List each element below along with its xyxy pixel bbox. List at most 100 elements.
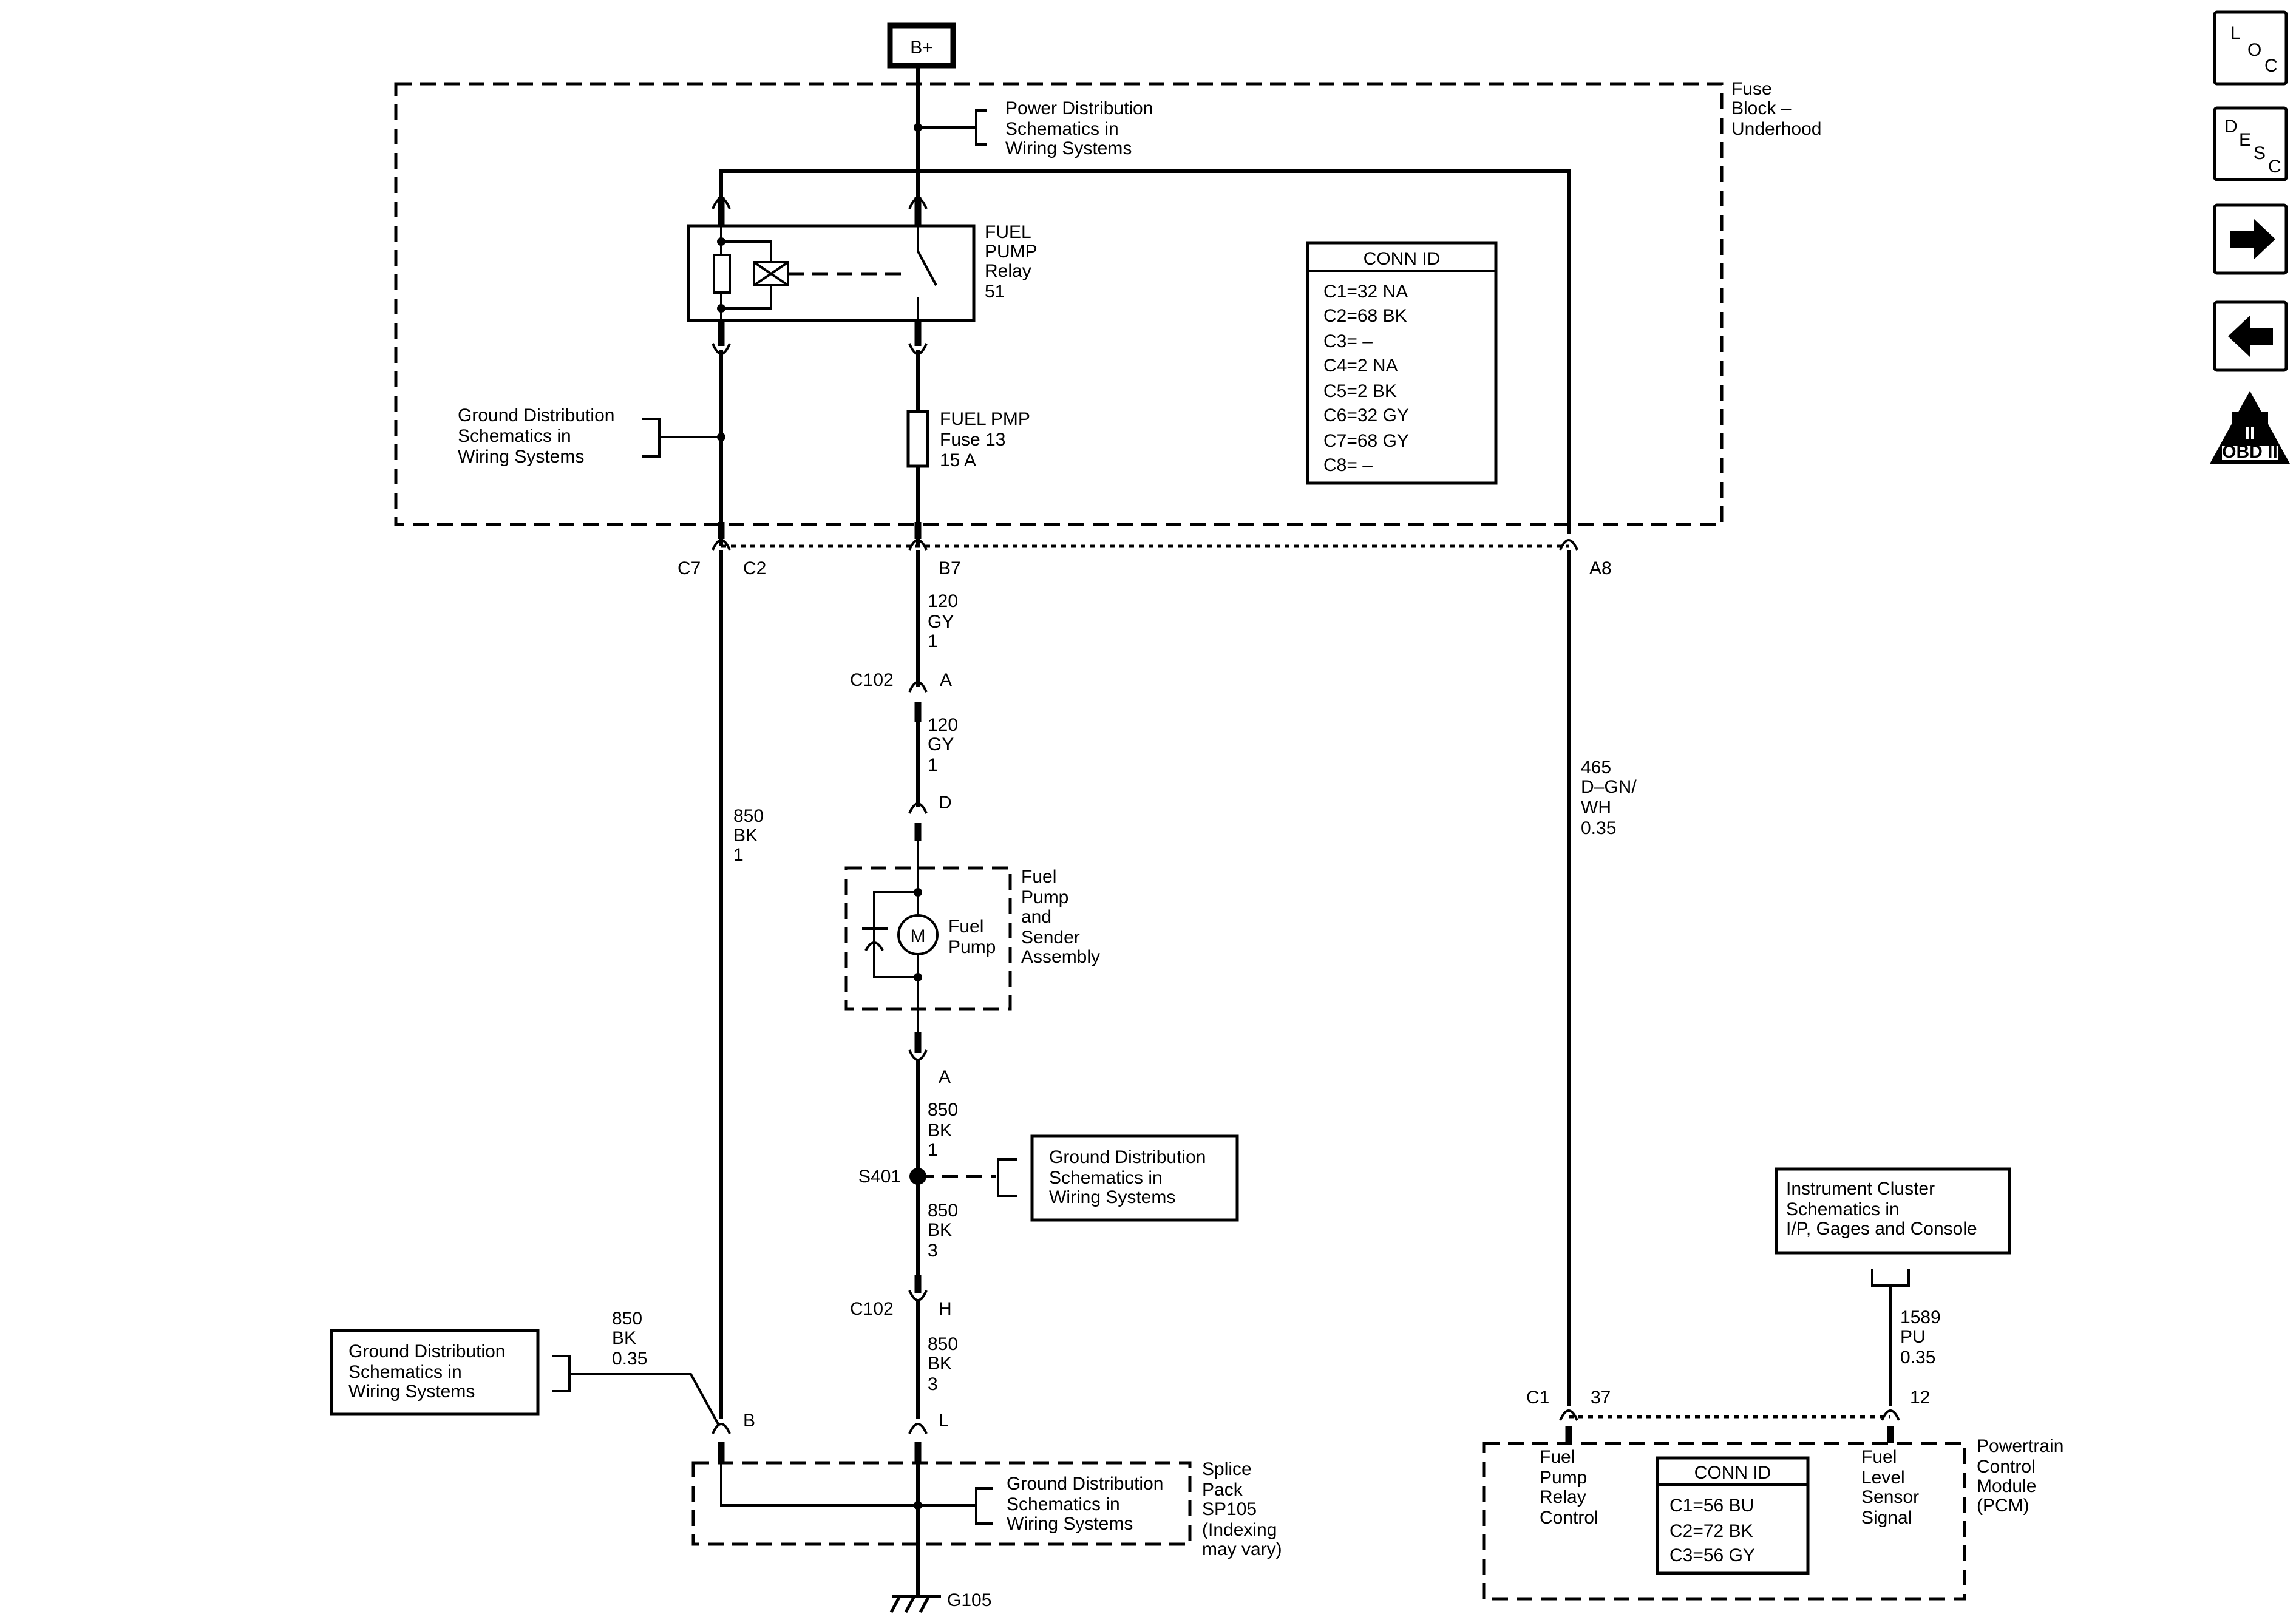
assembly-label-line: and (1021, 907, 1051, 927)
svg-text:Fuel Pump Relay Co: Fuel Pump Relay Control (1540, 1447, 1598, 1528)
loc-letter: O (2247, 40, 2261, 60)
conn-id-row: C7=68 GY (1323, 431, 1409, 451)
fuse-block-outline (394, 82, 1724, 526)
ground-ref-line: Schematics in (458, 426, 571, 446)
svg-text:Fuel Pump and Send: Fuel Pump and Sender Assembly (1021, 867, 1100, 967)
prev-button[interactable] (2213, 300, 2288, 372)
left-arrow-icon (2228, 316, 2273, 357)
assembly-label-line: Assembly (1021, 947, 1100, 967)
svg-text:1589 PU 0.35: 1589 PU 0.35 (1900, 1307, 1946, 1368)
relay-label-line: PUMP (985, 242, 1037, 262)
conn-id-row: C1=32 NA (1323, 282, 1408, 302)
pcm-12-label: 12 (1910, 1388, 1930, 1408)
d-connector-icon (908, 802, 928, 814)
relay-resistor-icon (713, 254, 731, 294)
svg-text:850 BK 0.35: 850 BK 0.35 (612, 1309, 647, 1369)
fuse-block-conn-id-table: CONN ID C1=32 NA C2=68 BK C3= – C4=2 NA … (1306, 241, 1498, 485)
conn-id-row: C5=2 BK (1323, 381, 1397, 401)
fuse-block-name-line: Underhood (1731, 119, 1821, 139)
instrument-ref-line: I/P, Gages and Console (1786, 1219, 1977, 1239)
pcm-name-line: (PCM) (1977, 1496, 2029, 1516)
b-plus-label: B+ (910, 38, 933, 58)
instrument-ref-line: Instrument Cluster (1786, 1179, 1935, 1199)
splice-pack-bus (720, 1463, 918, 1507)
svg-text:850 BK 1: 850 BK 1 (733, 806, 769, 865)
relay-label-line: FUEL (985, 222, 1031, 242)
conn-id-row: C8= – (1323, 455, 1373, 475)
left-ground-ref-box (330, 1329, 540, 1416)
splice-pack-ref-bracket (975, 1487, 993, 1525)
wire-label-line: BK (733, 825, 758, 846)
power-ref-line: Schematics in (1005, 119, 1119, 139)
pcm-right-label-line: Fuel (1861, 1447, 1897, 1467)
s401-ref-bracket (997, 1158, 1017, 1197)
wire-label-line: 1 (733, 845, 744, 865)
a8-connector-icon (1559, 539, 1578, 551)
desc-button[interactable]: D E S C (2213, 106, 2288, 181)
conn-id-row: C3= – (1323, 331, 1373, 351)
l-connector-icon (908, 1423, 928, 1434)
svg-text:FUEL PUMP Relay 51: FUEL PUMP Relay 51 (985, 222, 1042, 302)
pcm-left-label-line: Fuel (1540, 1447, 1575, 1467)
wire-label-line: 1589 (1900, 1307, 1941, 1327)
right-arrow-icon (2230, 219, 2275, 260)
c2-label: C2 (743, 558, 766, 578)
l-label: L (939, 1411, 949, 1431)
pcm-left-label-line: Pump (1540, 1468, 1587, 1488)
svg-text:120 GY 1: 120 GY 1 (928, 715, 963, 775)
svg-text:Splice Pack SP105: Splice Pack SP105 (Indexing may vary) (1202, 1459, 1282, 1559)
desc-letter: S (2254, 143, 2266, 163)
wire-label-line: BK (612, 1328, 636, 1348)
splice-pack-name-line: Splice (1202, 1459, 1252, 1479)
wire-label-line: WH (1581, 798, 1611, 818)
fuel-pump-relay (687, 224, 976, 322)
c7-c2-connector-icon (712, 539, 731, 551)
s401-ref-line: Schematics in (1049, 1168, 1163, 1188)
assembly-label-line: Fuel (1021, 867, 1056, 887)
b7-label: B7 (939, 558, 961, 578)
pcm-conn-id-title: CONN ID (1694, 1463, 1771, 1483)
svg-text:850 BK 1: 850 BK 1 (928, 1100, 963, 1160)
svg-text:Fuel Pump: Fuel Pump (948, 917, 996, 957)
instrument-ref-line: Schematics in (1786, 1199, 1900, 1219)
top-bus-wire (719, 169, 1571, 534)
obd-ii-button[interactable]: II OBD II (2210, 391, 2290, 464)
s401-ground-ref-box (1030, 1134, 1239, 1222)
pcm-right-label-line: Level (1861, 1468, 1905, 1488)
wire-label-line: BK (928, 1220, 952, 1240)
ground-ref-bracket (642, 418, 661, 458)
svg-text:850 BK 3: 850 BK 3 (928, 1334, 963, 1394)
bk-035-wire (569, 1373, 720, 1426)
wire-label-line: 850 (928, 1334, 958, 1354)
pcm-37-connector-icon (1559, 1409, 1578, 1421)
loc-button[interactable]: L O C (2213, 10, 2288, 86)
pcm-name-line: Control (1977, 1457, 2036, 1477)
ground-ref-line: Ground Distribution (458, 405, 614, 425)
b7-connector-icon (908, 539, 928, 551)
splice-pack-name-line: SP105 (1202, 1499, 1257, 1519)
wire-label-line: 465 (1581, 758, 1611, 778)
wire-label-line: 120 (928, 715, 958, 735)
wire-label-line: 1 (928, 1140, 938, 1160)
obd-ii-label: OBD II (2222, 442, 2278, 462)
splice-pack-ref-line: Ground Distribution (1007, 1474, 1163, 1494)
svg-text:120 GY 1: 120 GY 1 (928, 591, 963, 651)
relay-switch-icon (917, 226, 937, 320)
wire-label-line: 3 (928, 1374, 938, 1394)
svg-text:Fuel Level Sensor: Fuel Level Sensor Signal (1861, 1447, 1924, 1528)
wire-label-line: D–GN/ (1581, 777, 1637, 797)
power-ref-line: Power Distribution (1005, 98, 1153, 118)
left-ground-ref-line: Wiring Systems (348, 1381, 475, 1402)
svg-text:850 BK 3: 850 BK 3 (928, 1201, 963, 1261)
assembly-label-line: Sender (1021, 927, 1080, 947)
svg-text:Instrument Cluster Schemat: Instrument Cluster Schematics in I/P, Ga… (1786, 1179, 1977, 1239)
pcm-37-label: 37 (1591, 1388, 1611, 1408)
left-ground-ref-line: Schematics in (348, 1362, 462, 1382)
next-button[interactable] (2213, 203, 2288, 275)
svg-text:Power Distribution Schemat: Power Distribution Schematics in Wiring … (1005, 98, 1158, 158)
splice-pack-outline (691, 1461, 1192, 1546)
svg-text:Fuse Block – Underhood: Fuse Block – Underhood (1731, 79, 1821, 139)
fuse-block-name-line: Fuse (1731, 79, 1772, 99)
c7-label: C7 (678, 558, 701, 578)
